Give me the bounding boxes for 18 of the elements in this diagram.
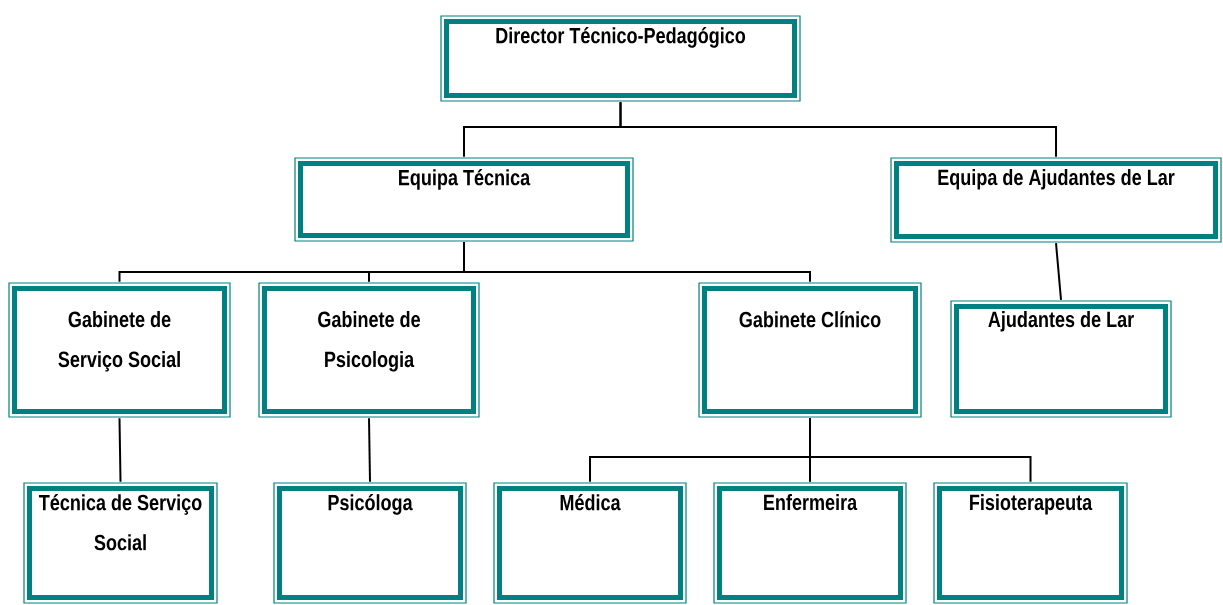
org-box: Gabinete de Serviço Social: [8, 282, 231, 418]
connector-line: [118, 417, 122, 483]
org-box: Psicóloga: [273, 482, 467, 604]
org-box: Director Técnico-Pedagógico: [440, 15, 801, 102]
org-box: Técnica de Serviço Social: [23, 482, 218, 604]
org-box: Gabinete Clínico: [698, 282, 922, 418]
connector-line: [368, 417, 371, 483]
org-box: Enfermeira: [713, 482, 907, 604]
org-box: Médica: [493, 482, 687, 604]
connector-line: [1055, 242, 1062, 301]
org-box: Equipa Técnica: [294, 157, 634, 242]
connector-line: [463, 241, 811, 283]
connector-line: [809, 417, 1032, 483]
org-box: Equipa de Ajudantes de Lar: [890, 157, 1222, 243]
org-box: Ajudantes de Lar: [950, 300, 1172, 418]
org-box: Fisioterapeuta: [933, 482, 1128, 604]
connector-line: [619, 101, 1057, 158]
org-box: Gabinete de Psicologia: [258, 282, 480, 418]
